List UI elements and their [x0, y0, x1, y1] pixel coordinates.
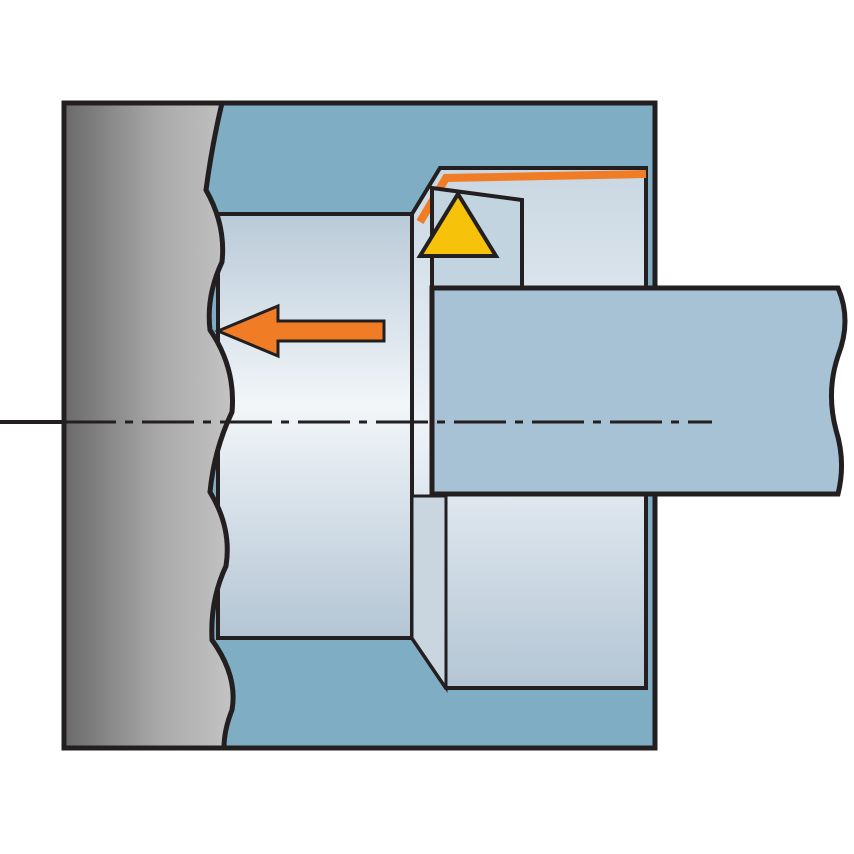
boring-bar [429, 285, 848, 497]
cut-path [416, 170, 647, 225]
arrow-left-icon [214, 303, 386, 359]
machined-bore [216, 212, 414, 640]
triangle-insert-icon [416, 190, 500, 258]
chuck-jaw [61, 100, 236, 751]
